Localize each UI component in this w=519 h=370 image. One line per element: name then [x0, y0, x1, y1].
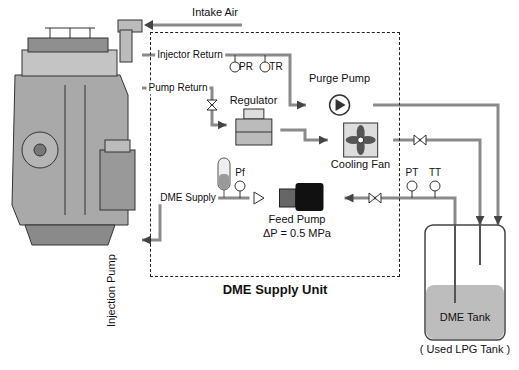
- dip-tube: [454, 225, 456, 303]
- node-note: ( Used LPG Tank ): [420, 343, 510, 356]
- sensor-label: PT: [406, 167, 419, 179]
- accumulator-stem: [224, 190, 225, 198]
- block-rib: [65, 85, 66, 215]
- pipe-connector: [280, 130, 327, 140]
- valve-cover: [28, 38, 108, 52]
- gauge-stem: [265, 55, 266, 62]
- accumulator-vessel: [218, 158, 230, 190]
- accumulator: [218, 158, 230, 198]
- temperature-gauge: [430, 181, 440, 191]
- injector-line: [50, 28, 51, 38]
- valve-symbol: [414, 135, 426, 145]
- injector-line: [70, 28, 71, 38]
- fan-housing: [343, 123, 377, 157]
- pressure-gauge: [407, 181, 417, 191]
- regulator: Regulator: [227, 94, 281, 149]
- fan-hub: [357, 137, 363, 143]
- pipe-connector: [393, 140, 480, 225]
- flow-label: Intake Air: [192, 6, 238, 19]
- engine-illustration: [12, 20, 142, 245]
- pulley-hub: [34, 144, 46, 156]
- node-title: Feed Pump: [269, 213, 326, 226]
- node-title: DME Tank: [440, 311, 491, 324]
- gauge-stem: [412, 191, 413, 198]
- cooling-fan: Cooling Fan: [328, 122, 393, 172]
- pump-motor: [295, 183, 323, 211]
- pipe-label: Pump Return: [147, 82, 210, 94]
- arrow-head: [144, 20, 153, 30]
- pressure-gauge: [235, 181, 245, 191]
- regulator-body: [235, 119, 271, 145]
- tank-liquid: [426, 285, 504, 339]
- temperature-gauge: [260, 62, 270, 72]
- sensor-label: TR: [269, 61, 282, 73]
- node-title: Cooling Fan: [331, 158, 390, 171]
- oil-pan: [25, 225, 115, 245]
- engine-node: Injection Pump: [2, 15, 142, 255]
- feed-pump: Feed PumpΔP = 0.5 MPa: [250, 180, 345, 242]
- intake-pipe: [120, 30, 132, 62]
- injection-pump-body: [100, 150, 135, 210]
- pipe-connector: [142, 198, 250, 240]
- purge-pump: Purge Pump: [306, 72, 373, 117]
- valve-symbol: [369, 193, 381, 203]
- dip-tube: [479, 225, 481, 265]
- accumulator-fluid: [219, 174, 229, 189]
- regulator-rib: [235, 131, 271, 132]
- sensor-label: Pf: [235, 167, 244, 179]
- injector-rail: [45, 28, 95, 29]
- cylinder-head: [22, 50, 117, 76]
- regulator-cap: [243, 109, 263, 119]
- sensor-label: TT: [429, 167, 441, 179]
- pipe-connector: [373, 105, 498, 225]
- pump-body: [279, 189, 295, 207]
- sensor-label: PR: [239, 61, 253, 73]
- pressure-gauge: [230, 62, 240, 72]
- gauge-stem: [235, 55, 236, 62]
- gauges: [230, 55, 440, 198]
- dme-tank: DME Tank( Used LPG Tank ): [425, 225, 505, 340]
- injector-line: [90, 28, 91, 38]
- pipe-label: DME Supply: [158, 192, 218, 204]
- node-note: ΔP = 0.5 MPa: [263, 227, 331, 240]
- gauge-stem: [240, 191, 241, 198]
- intake-air-arrow: [144, 20, 242, 30]
- pipe-label: Injector Return: [155, 49, 225, 61]
- intake-air-line: [152, 24, 242, 27]
- gauge-stem: [435, 191, 436, 198]
- node-title: Purge Pump: [309, 72, 370, 85]
- node-title: Regulator: [230, 94, 278, 107]
- block-rib: [85, 85, 86, 215]
- pump-triangle: [336, 99, 346, 111]
- check-valve: [254, 192, 264, 204]
- pulley: [22, 132, 58, 168]
- pump-symbol: [330, 95, 350, 115]
- node-title: DME Supply Unit: [223, 283, 328, 298]
- node-title: Injection Pump: [105, 254, 118, 327]
- shape-outline: [2, 15, 142, 255]
- valve-symbol: [207, 100, 217, 110]
- pipe-connector: [142, 55, 306, 105]
- injection-pump-head: [105, 140, 130, 152]
- tank-shell: [425, 225, 505, 340]
